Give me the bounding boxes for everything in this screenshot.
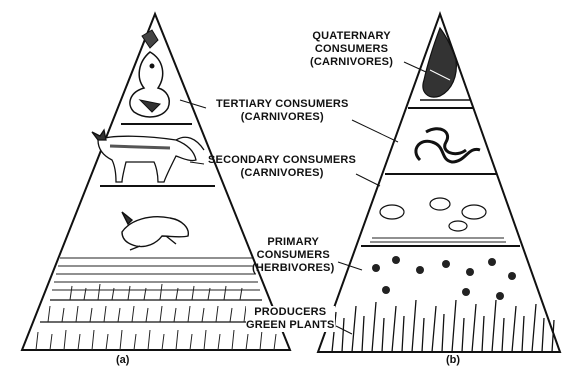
leader-tertiary-b xyxy=(352,120,398,142)
label-tertiary: TERTIARY CONSUMERS (CARNIVORES) xyxy=(216,98,349,124)
leader-secondary-b xyxy=(356,174,380,186)
label-primary: PRIMARY CONSUMERS (HERBIVORES) xyxy=(252,236,334,275)
caption-a: (a) xyxy=(116,354,129,366)
pyramid-a xyxy=(22,14,290,350)
label-producers: PRODUCERS GREEN PLANTS xyxy=(246,306,335,332)
caption-b: (b) xyxy=(446,354,460,366)
label-secondary: SECONDARY CONSUMERS (CARNIVORES) xyxy=(208,154,356,180)
label-quaternary: QUATERNARY CONSUMERS (CARNIVORES) xyxy=(310,30,393,69)
